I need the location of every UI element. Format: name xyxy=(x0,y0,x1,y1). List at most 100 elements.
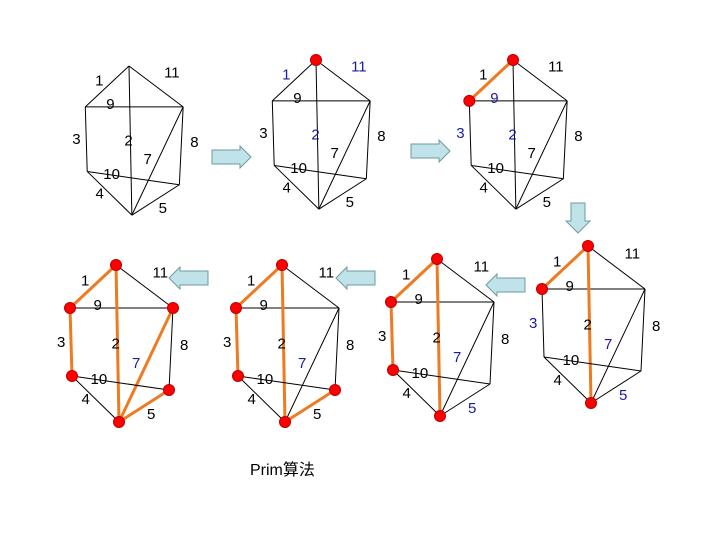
edge-10 xyxy=(392,369,491,385)
edge-1-selected xyxy=(540,244,590,291)
edge-2-selected xyxy=(114,264,121,423)
edge-2-selected xyxy=(280,264,287,423)
edge-8 xyxy=(365,100,371,179)
edge-weight-label: 1 xyxy=(95,72,103,89)
vertex-node xyxy=(310,54,322,66)
edge-11 xyxy=(315,59,371,102)
edge-5 xyxy=(590,370,642,404)
edge-weight-label: 4 xyxy=(480,179,488,196)
edge-11 xyxy=(115,264,174,309)
edge-3 xyxy=(271,100,275,166)
edge-weight-label: 9 xyxy=(106,96,114,113)
vertex-node xyxy=(232,370,244,382)
vertex-node xyxy=(385,296,397,308)
edge-11 xyxy=(281,264,340,309)
vertex-node xyxy=(279,416,291,428)
edge-7 xyxy=(515,100,568,210)
edge-weight-label: 3 xyxy=(378,328,386,345)
vertex-node xyxy=(167,302,179,314)
edge-10 xyxy=(237,375,336,391)
edge-weight-label: 4 xyxy=(403,385,411,402)
edge-5 xyxy=(515,178,564,210)
edge-3-selected xyxy=(68,307,74,377)
edge-5 xyxy=(439,383,491,417)
edge-11 xyxy=(512,59,568,102)
edge-weight-label: 10 xyxy=(487,160,504,177)
edge-3-selected xyxy=(234,307,240,377)
vertex-node xyxy=(163,384,175,396)
edge-weight-label: 2 xyxy=(584,317,592,334)
edge-weight-label: 9 xyxy=(293,90,301,107)
edge-5 xyxy=(131,184,180,216)
edge-weight-label: 2 xyxy=(311,127,319,144)
flow-arrow-icon xyxy=(564,202,592,234)
edge-2 xyxy=(512,59,517,210)
edge-weight-label: 5 xyxy=(468,400,476,417)
edge-11 xyxy=(587,245,646,290)
edge-weight-label: 3 xyxy=(72,131,80,148)
edge-3 xyxy=(541,288,545,358)
flow-arrow-icon xyxy=(168,265,209,291)
edge-weight-label: 10 xyxy=(290,160,307,177)
edge-weight-label: 8 xyxy=(652,318,660,335)
edge-weight-label: 8 xyxy=(501,331,509,348)
edge-4 xyxy=(237,375,286,423)
edge-weight-label: 5 xyxy=(619,387,627,404)
edge-weight-label: 5 xyxy=(313,406,321,423)
edge-2-selected xyxy=(586,245,593,404)
edge-weight-label: 8 xyxy=(377,128,385,145)
edge-weight-label: 1 xyxy=(479,66,487,83)
edge-weight-label: 9 xyxy=(490,90,498,107)
edge-weight-label: 10 xyxy=(257,371,274,388)
edge-weight-label: 10 xyxy=(91,371,108,388)
vertex-node xyxy=(463,94,476,107)
vertex-node xyxy=(113,416,125,428)
edge-8 xyxy=(178,106,184,185)
edge-7 xyxy=(284,307,340,423)
vertex-node xyxy=(64,302,76,314)
caption: Prim算法 xyxy=(250,462,315,479)
edge-weight-label: 2 xyxy=(112,336,120,353)
edge-weight-label: 3 xyxy=(57,334,65,351)
edge-1-selected xyxy=(234,263,284,310)
edge-weight-label: 8 xyxy=(190,134,198,151)
edge-10 xyxy=(471,164,564,180)
edge-weight-label: 9 xyxy=(566,278,574,295)
edge-weight-label: 5 xyxy=(159,200,167,217)
edge-weight-label: 11 xyxy=(164,64,180,81)
vertex-node xyxy=(582,240,594,252)
edge-weight-label: 1 xyxy=(402,267,410,284)
edge-5 xyxy=(318,178,367,210)
flow-arrow-icon xyxy=(211,144,252,170)
edge-1 xyxy=(271,59,317,102)
edge-weight-label: 1 xyxy=(81,273,89,290)
edge-8 xyxy=(640,288,646,372)
edge-weight-label: 9 xyxy=(94,297,102,314)
edge-weight-label: 2 xyxy=(508,127,516,144)
edge-weight-label: 5 xyxy=(346,194,354,211)
flow-arrow-icon xyxy=(410,138,451,164)
edge-1-selected xyxy=(68,263,118,310)
edge-4 xyxy=(273,165,320,210)
edge-7 xyxy=(590,288,646,404)
edge-10 xyxy=(87,170,180,186)
edge-weight-label: 7 xyxy=(604,336,612,353)
edge-weight-label: 2 xyxy=(278,336,286,353)
flow-arrow-icon xyxy=(485,272,526,298)
edge-weight-label: 7 xyxy=(528,145,536,162)
edge-1 xyxy=(84,65,130,108)
edge-weight-label: 9 xyxy=(415,291,423,308)
edge-weight-label: 11 xyxy=(625,246,641,263)
edge-3-selected xyxy=(389,301,395,371)
edge-7 xyxy=(131,106,184,216)
edge-weight-label: 8 xyxy=(180,337,188,354)
edge-5-selected xyxy=(118,388,170,424)
edge-weight-label: 11 xyxy=(351,58,367,75)
edge-7-selected xyxy=(117,307,175,423)
